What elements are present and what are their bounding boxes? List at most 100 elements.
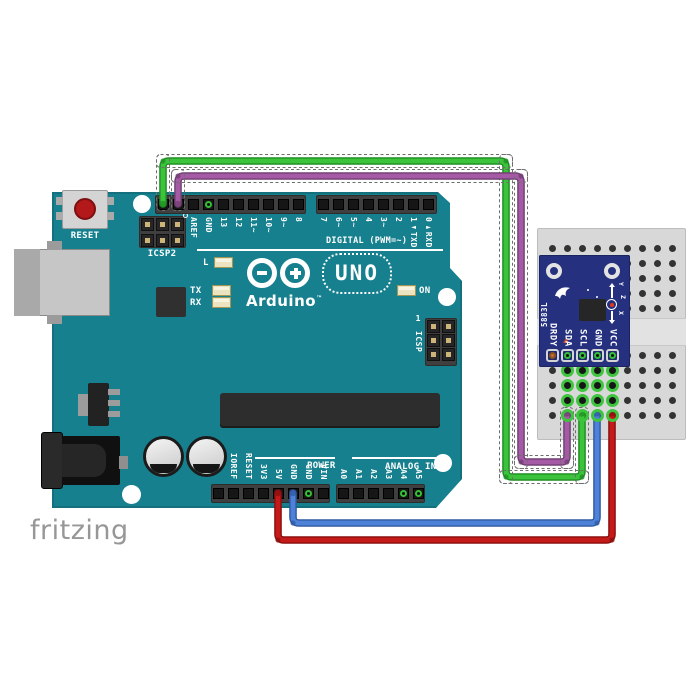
- reset-button-cap[interactable]: [74, 198, 96, 220]
- icsp2-pin[interactable]: [155, 217, 169, 231]
- breadboard-hole[interactable]: [578, 244, 586, 252]
- analog-pin-A1[interactable]: [352, 487, 364, 499]
- breadboard-hole[interactable]: [638, 259, 646, 267]
- breadboard-hole[interactable]: [668, 289, 676, 297]
- breadboard-hole[interactable]: [653, 244, 661, 252]
- breadboard-hole[interactable]: [548, 411, 556, 419]
- breadboard-hole[interactable]: [668, 304, 676, 312]
- icsp2-pin[interactable]: [170, 217, 184, 231]
- sensor-pin-SDA[interactable]: [560, 348, 574, 362]
- icsp2-pin[interactable]: [170, 233, 184, 247]
- breadboard-hole[interactable]: [638, 411, 646, 419]
- icsp-pin[interactable]: [441, 319, 455, 333]
- power-pin-GND[interactable]: [302, 487, 314, 499]
- breadboard-hole[interactable]: [638, 274, 646, 282]
- breadboard-hole[interactable]: [623, 244, 631, 252]
- breadboard-hole[interactable]: [623, 396, 631, 404]
- wire-5v[interactable]: [275, 411, 615, 543]
- wire-5v-bendpoint[interactable]: [275, 537, 281, 543]
- icsp2-pin[interactable]: [140, 217, 154, 231]
- wire-sda[interactable]: [175, 173, 570, 465]
- wire-gnd-bendpoint[interactable]: [290, 520, 296, 526]
- digital-right-pin-2[interactable]: [392, 198, 404, 210]
- breadboard-hole[interactable]: [653, 289, 661, 297]
- digital-left-pin-10~[interactable]: [262, 198, 274, 210]
- analog-pin-A3[interactable]: [382, 487, 394, 499]
- breadboard-hole[interactable]: [638, 351, 646, 359]
- icsp2-pin[interactable]: [155, 233, 169, 247]
- digital-right-pin-5~[interactable]: [347, 198, 359, 210]
- breadboard-hole[interactable]: [638, 304, 646, 312]
- wire-gnd-bendpoint[interactable]: [594, 520, 600, 526]
- breadboard-hole[interactable]: [653, 351, 661, 359]
- digital-right-pin-4[interactable]: [362, 198, 374, 210]
- breadboard-hole[interactable]: [668, 366, 676, 374]
- breadboard-hole[interactable]: [653, 304, 661, 312]
- arduino-pcb[interactable]: [52, 192, 462, 508]
- breadboard-hole[interactable]: [653, 396, 661, 404]
- breadboard-hole[interactable]: [548, 381, 556, 389]
- analog-pin-A2[interactable]: [367, 487, 379, 499]
- breadboard-hole[interactable]: [653, 411, 661, 419]
- wire-5v-bendpoint[interactable]: [609, 537, 615, 543]
- breadboard-hole[interactable]: [638, 381, 646, 389]
- sensor-pin-SCL[interactable]: [575, 348, 589, 362]
- power-pin-VIN[interactable]: [317, 487, 329, 499]
- breadboard-hole[interactable]: [548, 366, 556, 374]
- sensor-pin-VCC[interactable]: [605, 348, 619, 362]
- wire-sda-bendpoint[interactable]: [518, 459, 524, 465]
- wire-5v-bendpoint[interactable]: [274, 489, 282, 497]
- power-pin-3V3[interactable]: [257, 487, 269, 499]
- breadboard-hole[interactable]: [623, 366, 631, 374]
- analog-pin-A5[interactable]: [412, 487, 424, 499]
- breadboard-hole[interactable]: [668, 381, 676, 389]
- digital-left-pin-9~[interactable]: [277, 198, 289, 210]
- digital-right-pin-0►RXD[interactable]: [422, 198, 434, 210]
- breadboard-hole[interactable]: [653, 259, 661, 267]
- analog-pin-A4[interactable]: [397, 487, 409, 499]
- wire-scl-bendpoint[interactable]: [159, 200, 167, 208]
- digital-right-pin-6~[interactable]: [332, 198, 344, 210]
- breadboard-hole[interactable]: [638, 366, 646, 374]
- breadboard-hole[interactable]: [653, 274, 661, 282]
- icsp2-pin[interactable]: [140, 233, 154, 247]
- icsp-pin[interactable]: [426, 333, 440, 347]
- breadboard-hole[interactable]: [668, 351, 676, 359]
- digital-left-pin-11~[interactable]: [247, 198, 259, 210]
- wire-sda-bendpoint[interactable]: [175, 173, 181, 179]
- breadboard-hole[interactable]: [653, 366, 661, 374]
- breadboard-hole[interactable]: [638, 396, 646, 404]
- breadboard-hole[interactable]: [668, 274, 676, 282]
- breadboard-hole[interactable]: [668, 411, 676, 419]
- wire-scl-bendpoint[interactable]: [503, 474, 509, 480]
- breadboard-hole[interactable]: [548, 396, 556, 404]
- sensor-pin-GND[interactable]: [590, 348, 604, 362]
- breadboard-hole[interactable]: [623, 411, 631, 419]
- wire-sda-bendpoint[interactable]: [564, 459, 570, 465]
- wire-scl-bendpoint[interactable]: [160, 158, 166, 164]
- breadboard-hole[interactable]: [563, 244, 571, 252]
- icsp-pin[interactable]: [426, 319, 440, 333]
- sensor-pin-DRDY[interactable]: [545, 348, 559, 362]
- breadboard-hole[interactable]: [608, 244, 616, 252]
- wire-sda-bendpoint[interactable]: [518, 173, 524, 179]
- breadboard-hole[interactable]: [593, 244, 601, 252]
- analog-pin-A0[interactable]: [337, 487, 349, 499]
- power-pin-RESET[interactable]: [242, 487, 254, 499]
- digital-left-pin-GND[interactable]: [202, 198, 214, 210]
- digital-left-pin-12[interactable]: [232, 198, 244, 210]
- breadboard-hole[interactable]: [623, 381, 631, 389]
- wire-gnd[interactable]: [290, 411, 600, 526]
- breadboard-hole[interactable]: [668, 259, 676, 267]
- power-pin[interactable]: [212, 487, 224, 499]
- digital-right-pin-1◄TXD[interactable]: [407, 198, 419, 210]
- icsp-pin[interactable]: [441, 333, 455, 347]
- breadboard-hole[interactable]: [638, 289, 646, 297]
- digital-right-pin-3~[interactable]: [377, 198, 389, 210]
- breadboard-hole[interactable]: [653, 381, 661, 389]
- icsp-pin[interactable]: [441, 347, 455, 361]
- digital-left-pin-AREF[interactable]: [187, 198, 199, 210]
- breadboard-hole[interactable]: [548, 244, 556, 252]
